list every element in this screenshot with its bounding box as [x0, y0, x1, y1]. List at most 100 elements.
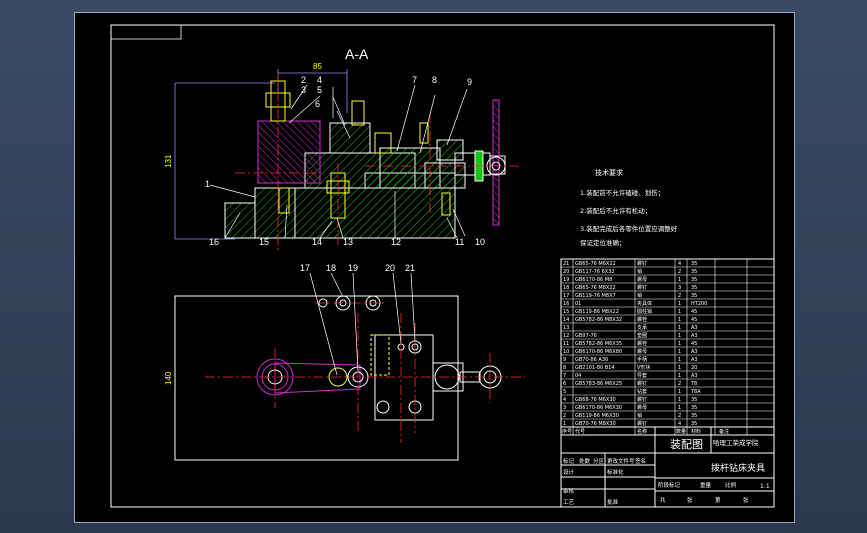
bom-material: T8: [690, 381, 697, 387]
bom-code: GB5782-86 M6X35: [575, 341, 622, 347]
balloon-12: 12: [391, 237, 401, 247]
bom-material: 20: [691, 365, 697, 371]
bom-code: GB70-76 M8X30: [575, 421, 616, 427]
scale-value: 1:1: [760, 483, 770, 490]
balloon-19: 19: [348, 263, 358, 273]
bom-name: 钻套: [637, 388, 647, 395]
bom-header-code: 代号: [575, 428, 585, 435]
bom-name: 导套: [637, 372, 647, 379]
balloon-11: 11: [455, 237, 464, 247]
bom-qty: 4: [678, 261, 681, 267]
fixture-body: [224, 122, 466, 239]
bom-material: 35: [691, 261, 697, 267]
bom-code: GB5783-86 M6X25: [575, 381, 622, 387]
bom-no: 4: [563, 397, 566, 403]
bom-code: GB70-86 A30: [575, 357, 608, 363]
balloon-5: 5: [317, 85, 322, 95]
bom-no: 10: [563, 349, 569, 355]
balloon-17: 17: [300, 263, 310, 273]
bom-material: A3: [691, 373, 698, 379]
bom-qty: 1: [678, 341, 681, 347]
bom-qty: 1: [678, 365, 681, 371]
part-name: 拨杆钻床夹具: [711, 462, 765, 474]
bom-qty: 2: [678, 293, 681, 299]
bom-qty: 1: [678, 349, 681, 355]
bom-qty: 1: [678, 405, 681, 411]
balloon-13: 13: [343, 237, 353, 247]
bom-qty: 1: [678, 389, 681, 395]
bom-qty: 1: [678, 397, 681, 403]
bom-name: 手柄: [637, 356, 647, 363]
balloon-8: 8: [432, 75, 437, 85]
bom-no: 16: [563, 301, 569, 307]
tb-label-total: 共: [660, 496, 666, 504]
bom-qty: 3: [678, 285, 681, 291]
balloon-3: 3: [301, 85, 306, 95]
bom-header-name: 名称: [637, 428, 647, 435]
balloons-top: 1 2 3 4 5 6 7 8 9 10 11 12 13 14 15 16: [205, 75, 485, 247]
balloon-16: 16: [209, 237, 219, 247]
bom-code: GB119-76 M8X7: [575, 293, 616, 299]
bom-code: GB6170-86 M6X80: [575, 349, 622, 355]
bom-code: GB65-76 M8X22: [575, 285, 616, 291]
tb-label-design: 设计: [563, 468, 575, 476]
balloon-4: 4: [317, 75, 322, 85]
bom-code: GB68-76 M6X30: [575, 397, 616, 403]
bom-qty: 1: [678, 301, 681, 307]
technical-notes: 技术要求 1.装配前不允许磕碰、划伤； 2.装配后不允许有松动； 3.装配完成后…: [580, 168, 678, 247]
tb-label-review: 审核: [563, 487, 575, 495]
bom-material: HT200: [691, 301, 707, 307]
tb-label-mark: 标记: [563, 457, 575, 465]
note-4: 保证定位准确；: [580, 238, 626, 247]
bom-no: 21: [563, 261, 569, 267]
balloon-7: 7: [412, 75, 417, 85]
tb-label-weight: 重量: [700, 481, 712, 489]
bom-qty: 1: [678, 357, 681, 363]
bom-name: 螺母: [637, 348, 647, 355]
tb-label-stage: 阶段标记: [658, 481, 681, 489]
plan-view: [174, 295, 502, 461]
bom-code: GB119-86 M8X22: [575, 309, 619, 315]
bom-no: 17: [563, 293, 569, 299]
bom-material: 45: [691, 317, 697, 323]
bom-code: 04: [575, 373, 581, 379]
bom-qty: 1: [678, 309, 681, 315]
bom-no: 3: [563, 405, 566, 411]
tb-label-count: 处数: [579, 457, 591, 465]
bom-name: 垫圈: [637, 332, 647, 339]
balloon-18: 18: [326, 263, 336, 273]
tb-label-sheet: 第: [715, 496, 721, 504]
tb-label-sign: 签名: [635, 457, 646, 465]
balloon-20: 20: [385, 263, 395, 273]
bom-no: 8: [563, 365, 566, 371]
bom-code: GB5782-86 M8X32: [575, 317, 622, 323]
bom-code: GB97-76: [575, 333, 597, 339]
bom-no: 13: [563, 325, 569, 331]
bom-name: 圆柱销: [637, 308, 652, 315]
balloon-6: 6: [315, 99, 320, 109]
bom-name: 螺钉: [637, 396, 647, 403]
bom-code: GB65-76 M6X22: [575, 261, 616, 267]
notes-title: 技术要求: [595, 168, 623, 177]
bom-name: 螺母: [637, 276, 647, 283]
note-1: 1.装配前不允许磕碰、划伤；: [580, 188, 664, 197]
bom-code: 01: [575, 301, 581, 307]
balloons-plan: 17 18 19 20 21: [300, 263, 415, 273]
bom-header-qty: 数量: [676, 428, 686, 435]
balloon-15: 15: [259, 237, 269, 247]
bom-qty: 1: [678, 317, 681, 323]
bom-no: 2: [563, 413, 566, 419]
bom-code: GB6170-86 M6X30: [575, 405, 622, 411]
bom-name: V形块: [637, 364, 650, 371]
bom-code: GB2101-80 B14: [575, 365, 615, 371]
bom-name: 销: [637, 268, 642, 275]
bom-qty: 1: [678, 325, 681, 331]
bom-no: 11: [563, 341, 569, 347]
bom-name: 螺钉: [637, 260, 647, 267]
tb-label-sheets-total: 张: [687, 496, 693, 504]
bom-no: 20: [563, 269, 569, 275]
tb-label-zone: 分区: [593, 457, 605, 465]
tb-label-sheet-no: 张: [743, 496, 749, 504]
tb-label-process: 工艺: [563, 499, 575, 506]
